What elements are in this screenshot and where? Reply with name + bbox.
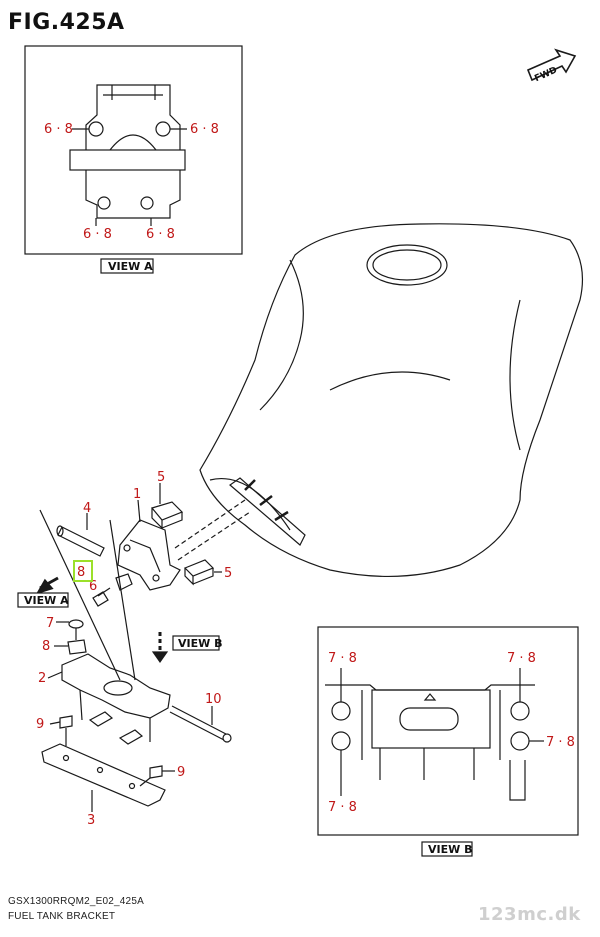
- bracket-part-2: [61, 653, 171, 745]
- bolt-part-10: [169, 705, 232, 743]
- rubber-block-5-right: [183, 559, 215, 586]
- view-a-bracket: [69, 84, 186, 219]
- view-b-callout-3: 7 · 8: [546, 735, 575, 750]
- nut-part-8-upper: [115, 573, 133, 591]
- view-b-frame: [317, 626, 579, 836]
- part-number-3: 3: [87, 813, 95, 828]
- view-a-callout-1: 6 · 8: [44, 122, 73, 137]
- part-number-6: 6: [89, 579, 97, 594]
- part-number-9-right: 9: [177, 765, 185, 780]
- view-a-frame: [24, 45, 243, 255]
- bolt-part-6: [92, 587, 111, 607]
- view-a-tag: VIEW A: [24, 594, 69, 607]
- view-a-label-box: [100, 258, 154, 274]
- view-b-tag-box: [172, 635, 220, 651]
- figure-title: FIG.425A: [8, 10, 125, 35]
- diagram-name: FUEL TANK BRACKET: [8, 911, 116, 922]
- view-b-callout-4: 7 · 8: [328, 800, 357, 815]
- diagram-code: GSX1300RRQM2_E02_425A: [8, 896, 144, 907]
- part-number-4: 4: [83, 501, 91, 516]
- part-8-highlight: [73, 560, 93, 582]
- view-b-callout-1: 7 · 8: [328, 651, 357, 666]
- part-number-5-right: 5: [224, 566, 232, 581]
- view-a-tag-box: [17, 592, 69, 608]
- plate-part-3: [41, 743, 166, 807]
- nut-part-8-lower: [67, 639, 87, 655]
- part-number-10: 10: [205, 692, 222, 707]
- fwd-arrow: [526, 48, 577, 82]
- bolt-part-9-left: [59, 715, 73, 746]
- bracket-assembly-part-1: [117, 519, 181, 591]
- view-a-callout-2: 6 · 8: [190, 122, 219, 137]
- view-b-label-box: [421, 841, 473, 857]
- bolt-part-7: [68, 619, 84, 640]
- view-a-label: VIEW A: [108, 260, 153, 273]
- part-number-1: 1: [133, 487, 141, 502]
- part-number-7: 7: [46, 616, 54, 631]
- rod-part-4: [56, 525, 105, 557]
- part-number-5-top: 5: [157, 470, 165, 485]
- view-b-tag: VIEW B: [178, 637, 222, 650]
- view-b-label: VIEW B: [428, 843, 472, 856]
- part-number-8-lower: 8: [42, 639, 50, 654]
- view-a-callout-4: 6 · 8: [146, 227, 175, 242]
- view-b-bracket: [325, 684, 535, 801]
- bolt-part-9-right: [139, 765, 163, 787]
- watermark: 123mc.dk: [478, 904, 581, 925]
- part-number-8-upper: 8: [77, 565, 85, 580]
- fuel-tank: [199, 223, 584, 578]
- view-a-callout-3: 6 · 8: [83, 227, 112, 242]
- rubber-block-5-top: [150, 501, 184, 530]
- part-number-2: 2: [38, 671, 46, 686]
- view-b-callout-2: 7 · 8: [507, 651, 536, 666]
- part-number-9-left: 9: [36, 717, 44, 732]
